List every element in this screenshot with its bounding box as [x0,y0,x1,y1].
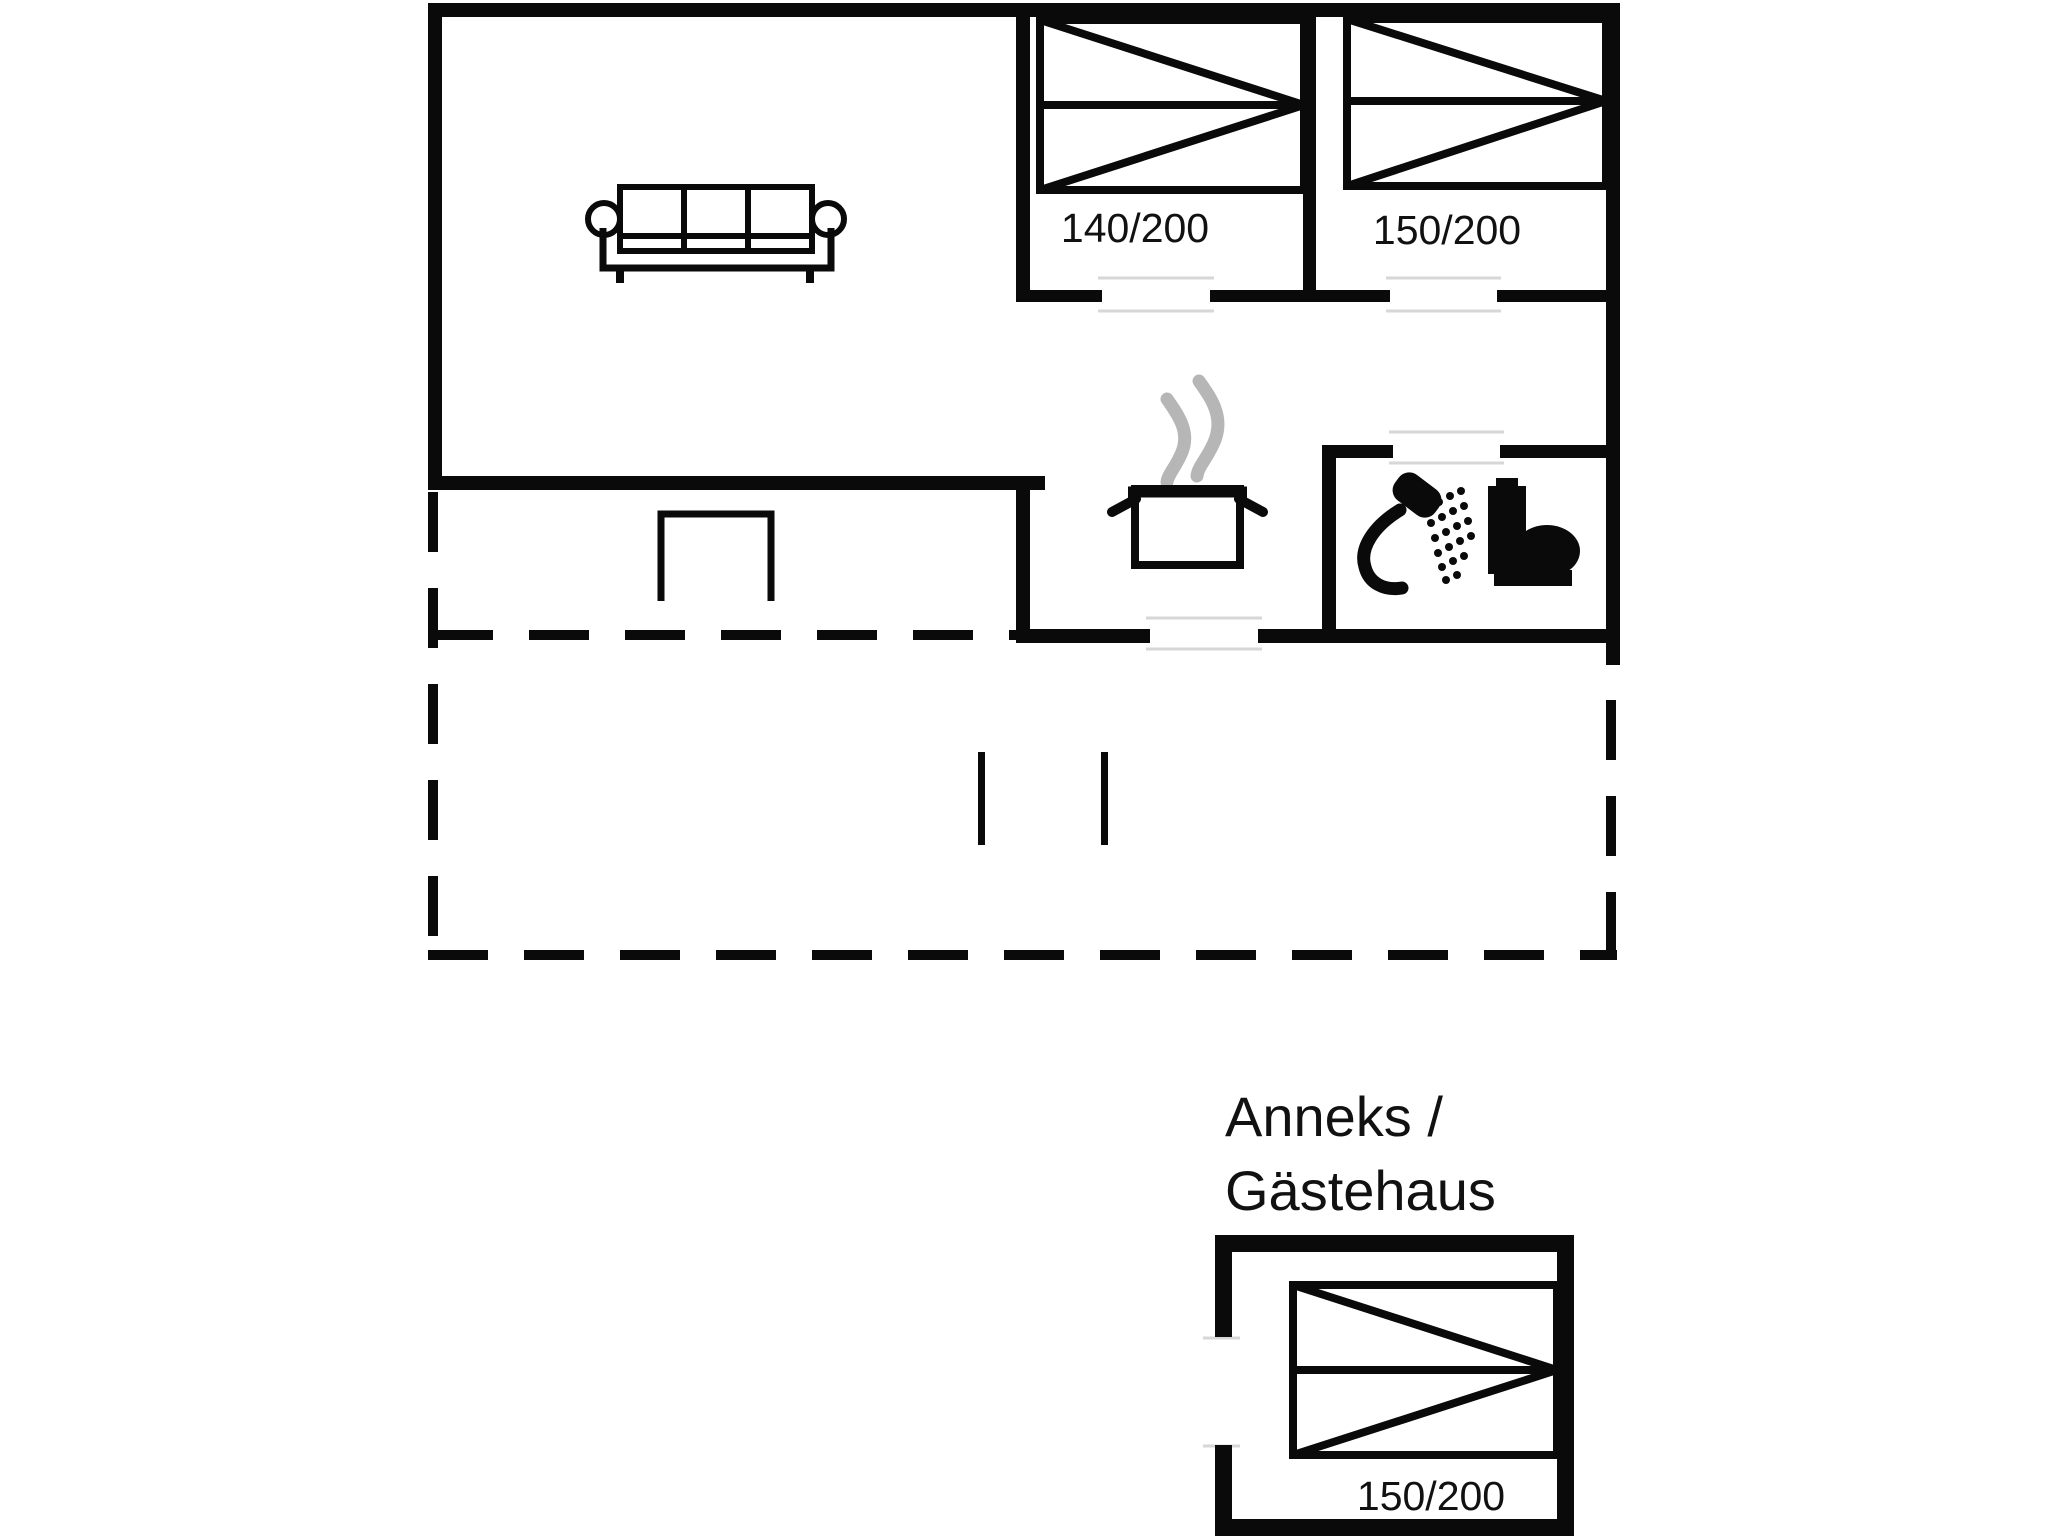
shower-icon [1357,472,1475,596]
toilet-icon [1488,478,1580,586]
bed-size-label-bedroom1: 140/200 [1060,205,1210,251]
sofa-icon [585,184,847,283]
double-bed-icon-150 [1343,15,1610,190]
steam-icon [1160,374,1225,489]
double-bed-icon-140 [1036,16,1308,194]
terrace-dashed-outline [428,492,1617,960]
bed-size-label-annex: 150/200 [1356,1473,1506,1519]
terrace-posts [978,752,1108,845]
annex-title-line1: Anneks / [1225,1085,1443,1148]
annex-title: Anneks / Gästehaus [1225,1080,1496,1228]
bed-size-label-bedroom2: 150/200 [1372,207,1522,253]
shower-spray-dots [1424,487,1475,584]
cooking-pot-icon [1107,485,1268,569]
annex-walls [1215,1235,1574,1536]
terrace-table-icon [657,510,775,601]
door-threshold-marks [1098,276,1504,1448]
annex-title-line2: Gästehaus [1225,1159,1496,1222]
annex-double-bed-icon [1289,1281,1561,1459]
